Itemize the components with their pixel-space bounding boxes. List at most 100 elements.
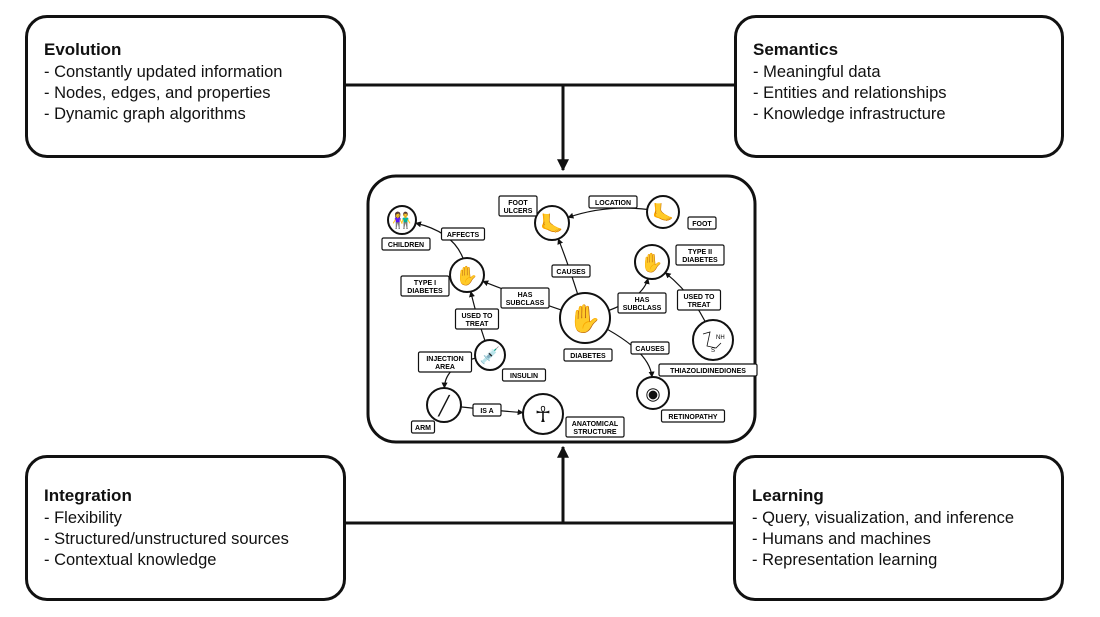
node-label-diabetes-text: DIABETES [570, 353, 606, 360]
syringe-icon: 💉 [480, 346, 501, 365]
anatomy-icon: ☥ [535, 402, 551, 427]
edge-label-text: INJECTION [426, 356, 463, 363]
node-retinopathy: ◉ [636, 376, 670, 410]
panel-semantics: Semantics - Meaningful data - Entities a… [734, 15, 1064, 158]
panel-item: - Structured/unstructured sources [44, 530, 289, 548]
panel-item: - Query, visualization, and inference [752, 509, 1014, 527]
node-label-type-1-diabetes-text: TYPE I [414, 280, 436, 287]
node-foot: 🦶 [646, 195, 680, 229]
node-label-anatomical-structure-text: STRUCTURE [573, 429, 616, 436]
panel-item: - Constantly updated information [44, 63, 283, 81]
edge-label-text: TREAT [466, 321, 490, 328]
edge-label-box [454, 308, 500, 330]
panel-title: Semantics [753, 40, 839, 59]
panel-title: Integration [44, 486, 132, 505]
panel-title: Evolution [44, 40, 122, 59]
node-label-insulin-text: INSULIN [510, 373, 538, 380]
edge-label-text: CAUSES [556, 269, 586, 276]
node-label-children: CHILDREN [381, 237, 431, 251]
node-label-children-box [381, 237, 431, 251]
panel-item: - Contextual knowledge [44, 551, 217, 569]
node-label-foot: FOOT [687, 216, 717, 230]
node-label-type-2-diabetes-box [675, 244, 725, 266]
panel-item: - Knowledge infrastructure [753, 105, 946, 123]
panel-item: - Entities and relationships [753, 84, 947, 102]
node-label-thiazolidinediones-box [658, 363, 758, 377]
glucose-meter-icon: ✋ [568, 303, 602, 334]
edge-label-box [676, 289, 722, 311]
panel-item: - Representation learning [752, 551, 938, 569]
edge-label-text: AREA [435, 364, 455, 371]
edge-label-box [551, 264, 591, 278]
node-insulin: 💉 [474, 339, 506, 371]
node-type-2-diabetes: ✋ [634, 244, 670, 280]
node-label-insulin-box [501, 368, 547, 382]
molecule-icon [702, 331, 722, 349]
edge-label-box [617, 292, 667, 314]
node-label-arm-box [410, 420, 436, 434]
edge-label-text: HAS [518, 292, 533, 299]
glucose-meter-icon: ✋ [640, 252, 663, 273]
edge-label-text: AFFECTS [447, 232, 480, 239]
panel-item: - Nodes, edges, and properties [44, 84, 271, 102]
edge-label: CAUSES [551, 264, 591, 278]
node-label-foot-ulcers-box [498, 195, 538, 217]
panel-evolution: Evolution - Constantly updated informati… [25, 15, 346, 158]
edge-label-text: LOCATION [595, 200, 631, 207]
edge-label: IS A [472, 403, 502, 417]
node-anatomical-structure: ☥ [522, 393, 564, 435]
panel-item: - Dynamic graph algorithms [44, 105, 246, 123]
edge-label-text: USED TO [684, 294, 716, 301]
edge-label-box [630, 341, 670, 355]
glucose-meter-icon: ✋ [455, 265, 478, 286]
molecule-atom: NH [716, 335, 725, 341]
edge-label: CAUSES [630, 341, 670, 355]
panel-integration: Integration - Flexibility - Structured/u… [25, 455, 346, 601]
node-label-anatomical-structure-box [565, 416, 625, 438]
node-children: 👫 [387, 205, 417, 235]
eye-icon: ◉ [645, 383, 660, 403]
panel-title: Learning [752, 486, 824, 505]
edge-label-box [472, 403, 502, 417]
edge-label-text: USED TO [462, 313, 494, 320]
panel-item: - Flexibility [44, 509, 122, 527]
node-label-type-2-diabetes-text: TYPE II [688, 249, 712, 256]
foot-icon: 🦶 [652, 202, 674, 222]
children-icon: 👫 [392, 212, 411, 230]
node-label-retinopathy: RETINOPATHY [660, 409, 726, 423]
arm-icon: ╱ [437, 394, 451, 417]
edge-label-box [588, 195, 638, 209]
panel-learning: Learning - Query, visualization, and inf… [733, 455, 1064, 601]
edge-label-text: CAUSES [635, 346, 665, 353]
node-arm: ╱ [426, 387, 462, 423]
edge-label-text: TREAT [688, 302, 712, 309]
foot-icon: 🦶 [540, 213, 563, 234]
node-label-insulin: INSULIN [501, 368, 547, 382]
node-label-arm: ARM [410, 420, 436, 434]
node-foot-ulcers: 🦶 [534, 205, 570, 241]
node-label-type-1-diabetes-box [400, 275, 450, 297]
node-thiazolidinediones: NH S [692, 319, 734, 361]
edge-label-text: SUBCLASS [623, 305, 662, 312]
node-label-thiazolidinediones-text: THIAZOLIDINEDIONES [670, 368, 746, 375]
edge-label-text: HAS [635, 297, 650, 304]
node-label-type-2-diabetes-text: DIABETES [682, 257, 718, 264]
edge-label: LOCATION [588, 195, 638, 209]
node-label-retinopathy-box [660, 409, 726, 423]
molecule-atom: S [711, 348, 715, 354]
node-label-foot-text: FOOT [692, 221, 712, 228]
edge-label-box [417, 351, 473, 373]
node-label-arm-text: ARM [415, 425, 431, 432]
edge-label-box [500, 287, 550, 309]
node-label-diabetes: DIABETES [563, 348, 613, 362]
node-label-type-1-diabetes-text: DIABETES [407, 288, 443, 295]
